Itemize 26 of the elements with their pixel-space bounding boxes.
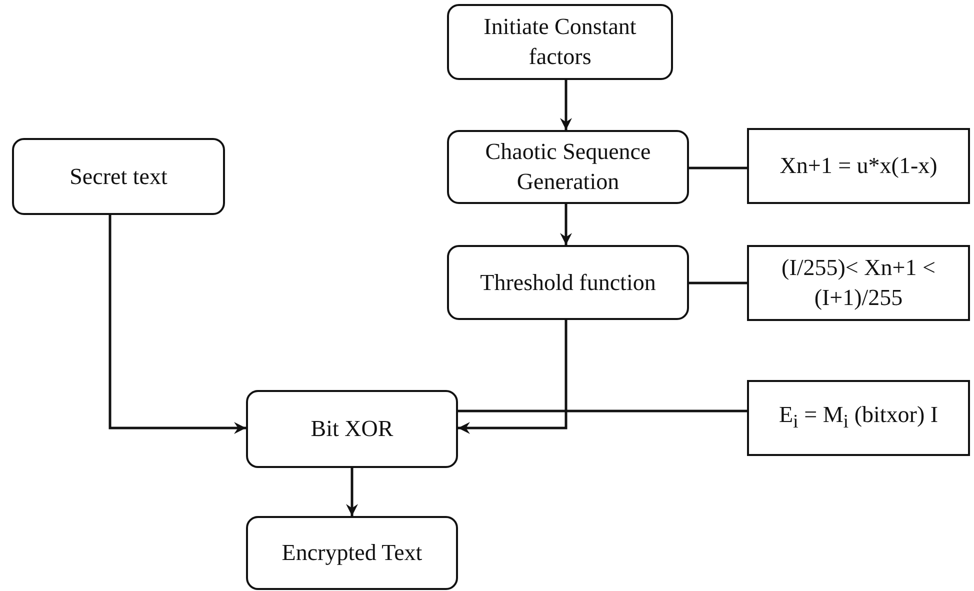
- box-label: Encrypted Text: [282, 539, 422, 568]
- box-label: Threshold function: [480, 268, 656, 297]
- formula-box: [747, 380, 970, 456]
- formula-box: [747, 128, 970, 204]
- start-box: [447, 4, 673, 80]
- box-label: Xn+1 = u*x(1-x): [780, 152, 938, 180]
- box-label: (I/255)< Xn+1 < (I+1)/255: [780, 254, 936, 312]
- arrow: [560, 204, 572, 245]
- arrow: [458, 320, 568, 434]
- box-label: Initiate Constant factors: [482, 13, 638, 71]
- connector-line: [689, 282, 747, 284]
- box-label: Secret text: [70, 162, 168, 191]
- output-box: [246, 516, 458, 590]
- box-label: Chaotic Sequence Generation: [484, 138, 652, 196]
- arrow: [108, 215, 246, 434]
- process-box: [447, 130, 689, 204]
- connector-line: [689, 166, 747, 170]
- formula-box: [747, 245, 970, 321]
- process-box: [447, 245, 689, 320]
- arrow: [560, 80, 572, 130]
- arrow: [346, 468, 358, 516]
- box-label: E$_{i}$ = M$_{i}$ (bitxor) I: [778, 401, 938, 435]
- box-label: Bit XOR: [310, 415, 394, 444]
- input-box: [12, 138, 225, 215]
- connector-line: [458, 410, 747, 412]
- process-box: [246, 390, 458, 468]
